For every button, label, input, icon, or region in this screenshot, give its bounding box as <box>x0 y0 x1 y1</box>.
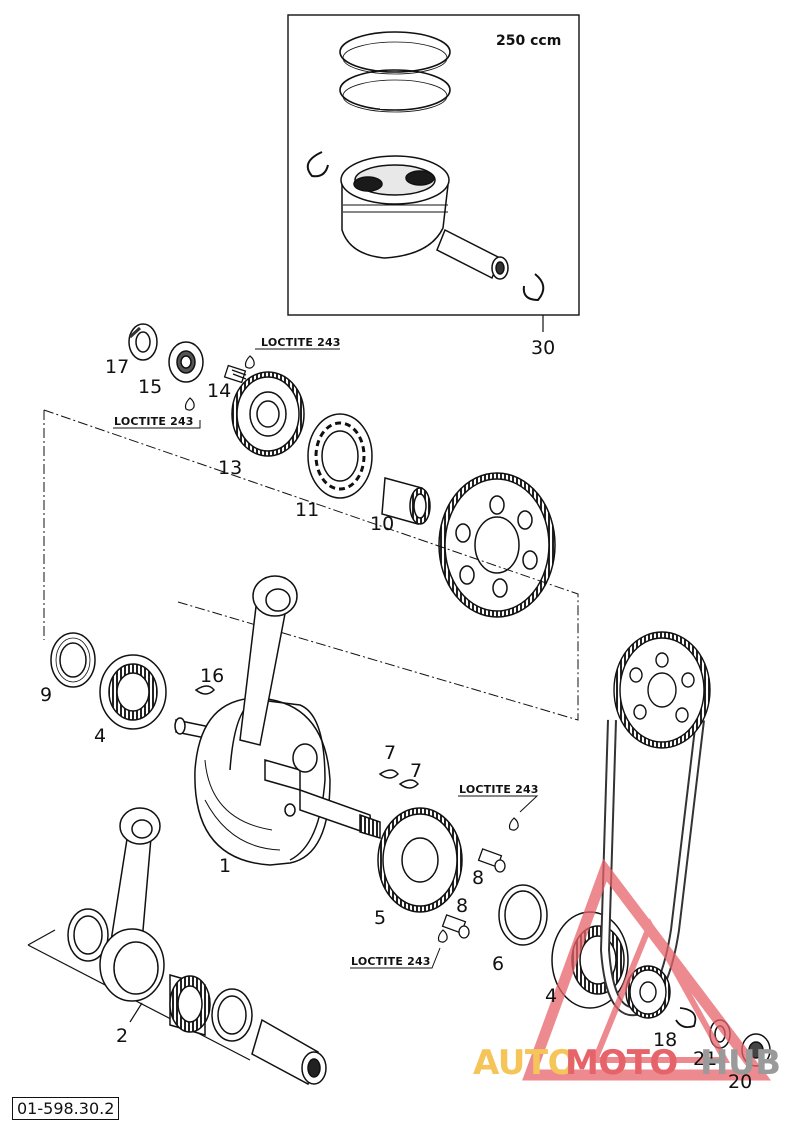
loctite-drop-8a <box>508 817 519 831</box>
washer-17 <box>128 323 158 361</box>
watermark-triangle <box>522 858 772 1081</box>
connecting-rod-upper <box>239 575 298 746</box>
part-label-14: 14 <box>207 380 232 402</box>
part-label-20: 20 <box>728 1071 753 1093</box>
seal-9 <box>50 632 96 688</box>
watermark-moto: MOTO <box>565 1043 678 1083</box>
bolt-14 <box>223 364 247 384</box>
part-label-15: 15 <box>138 376 163 398</box>
bolt-8a <box>477 848 506 873</box>
part-label-7a: 7 <box>384 742 397 764</box>
circlip-18 <box>675 1007 697 1029</box>
part-label-16: 16 <box>200 665 225 687</box>
bolt-8b <box>441 914 470 939</box>
part-label-7b: 7 <box>410 760 423 782</box>
part-label-8a: 8 <box>472 867 485 889</box>
needle-bearing-10 <box>381 477 431 525</box>
part-label-17: 17 <box>105 356 130 378</box>
loctite-drop-8b <box>437 929 448 943</box>
part-label-18: 18 <box>653 1029 678 1051</box>
key-16 <box>194 685 215 695</box>
loctite-label-8a: LOCTITE 243 <box>459 783 539 796</box>
gear-5 <box>377 807 463 913</box>
starter-gear-large <box>438 472 556 618</box>
part-label-11: 11 <box>295 499 320 521</box>
assembly-outline <box>43 409 579 721</box>
nut-15 <box>168 341 204 383</box>
rod-kit-bracket <box>27 929 251 1061</box>
watermark-hub: HUB <box>700 1043 781 1083</box>
part-label-6: 6 <box>492 953 505 975</box>
part-label-9: 9 <box>40 684 53 706</box>
loctite-drop-14 <box>244 355 255 369</box>
loctite-leaders <box>113 348 539 969</box>
part-label-21: 21 <box>693 1048 718 1070</box>
big-end-bearing <box>169 974 211 1036</box>
part-label-8b: 8 <box>456 895 469 917</box>
part-label-5: 5 <box>374 907 387 929</box>
piston-kit-label: 250 ccm <box>496 33 562 49</box>
gear-13 <box>231 371 305 457</box>
key-7a <box>378 769 399 779</box>
thrust-washer-b <box>211 988 253 1042</box>
shim-6 <box>498 884 548 946</box>
loctite-label-15: LOCTITE 243 <box>114 415 194 428</box>
part-label-13: 13 <box>218 457 243 479</box>
piston <box>340 155 450 259</box>
part-label-4-left: 4 <box>94 725 107 747</box>
loctite-drop-15 <box>184 397 195 411</box>
wrist-pin <box>436 228 509 280</box>
connecting-rod-lower <box>99 807 165 1002</box>
part-label-2: 2 <box>116 1025 129 1047</box>
loctite-label-14: LOCTITE 243 <box>261 336 341 349</box>
part-label-4-right: 4 <box>545 985 558 1007</box>
crank-pin <box>251 1018 327 1086</box>
part-label-10: 10 <box>370 513 395 535</box>
main-bearing-4-left <box>99 654 167 730</box>
key-7b <box>398 779 419 789</box>
watermark-auto: AUTO <box>473 1043 576 1083</box>
crankshaft-1 <box>174 697 381 866</box>
thrust-washer-a <box>67 908 109 962</box>
part-label-30: 30 <box>531 337 556 359</box>
freewheel-11 <box>307 413 373 499</box>
piston-kit-box <box>287 14 580 332</box>
part-label-1: 1 <box>219 855 232 877</box>
document-number: 01-598.30.2 <box>12 1097 120 1120</box>
loctite-label-8b: LOCTITE 243 <box>351 955 431 968</box>
circlips-30 <box>306 151 545 302</box>
piston-rings <box>339 31 451 113</box>
